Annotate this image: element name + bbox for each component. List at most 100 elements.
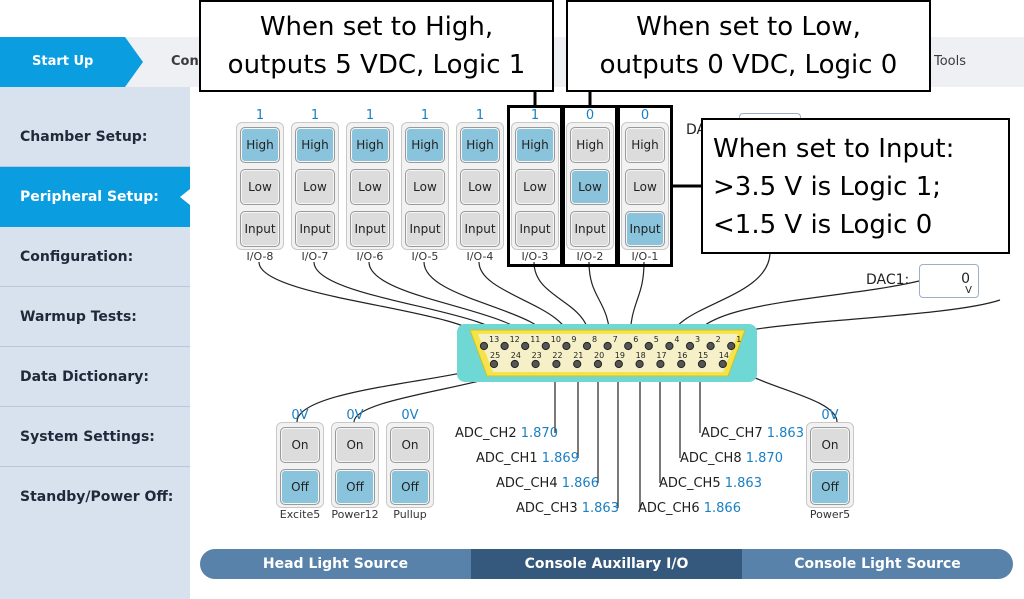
highlight-io2 (562, 105, 618, 267)
pin-4 (665, 341, 674, 351)
pin-label: 19 (615, 351, 625, 360)
io-input-button[interactable]: Input (460, 211, 500, 247)
power-on-button[interactable]: On (810, 427, 850, 463)
sidebar-item-configuration[interactable]: Configuration: (0, 227, 190, 287)
power-on-button[interactable]: On (335, 427, 375, 463)
dac2-input[interactable] (739, 113, 801, 122)
io-input-button[interactable]: Input (515, 211, 555, 247)
adc-ch6: ADC_CH6 1.866 (638, 501, 741, 516)
sidebar-item-label: Configuration: (20, 248, 134, 265)
highlight-io3 (507, 105, 563, 267)
adc-value: 1.866 (703, 501, 741, 516)
callout-low: When set to Low, outputs 0 VDC, Logic 0 (566, 0, 931, 92)
adc-ch7: ADC_CH7 1.863 (701, 426, 804, 441)
power-off-button[interactable]: Off (810, 469, 850, 505)
pin-11 (521, 341, 530, 351)
io-input-button[interactable]: Input (350, 211, 390, 247)
tab-console-auxillary-io[interactable]: Console Auxillary I/O (471, 549, 742, 579)
io-name: I/O-7 (301, 250, 329, 263)
power-on-button[interactable]: On (280, 427, 320, 463)
tab-start-up-label: Start Up (32, 54, 94, 69)
io-input-button[interactable]: Input (625, 211, 665, 247)
sidebar-item-label: Data Dictionary: (20, 368, 149, 385)
pin-1 (727, 341, 736, 351)
power-off-button[interactable]: Off (280, 469, 320, 505)
power-name: Pullup (393, 508, 427, 521)
sidebar-item-label: Peripheral Setup: (20, 189, 159, 205)
pin-label: 21 (573, 351, 583, 360)
pin-16 (677, 359, 686, 369)
tab-start-up[interactable]: Start Up (0, 37, 125, 87)
io-input-button[interactable]: Input (570, 211, 610, 247)
pin-14 (718, 359, 727, 369)
power-value: 0V (346, 408, 364, 423)
io-high-button[interactable]: High (460, 127, 500, 163)
adc-value: 1.870 (745, 451, 783, 466)
io-low-button[interactable]: Low (515, 169, 555, 205)
pin-label: 12 (510, 335, 520, 344)
tab-tools[interactable]: Tools (934, 54, 967, 69)
io-low-button[interactable]: Low (570, 169, 610, 205)
io-input-button[interactable]: Input (405, 211, 445, 247)
io-low-button[interactable]: Low (460, 169, 500, 205)
io-high-button[interactable]: High (405, 127, 445, 163)
adc-label: ADC_CH3 (516, 501, 578, 516)
pin-18 (635, 359, 644, 369)
io-low-button[interactable]: Low (240, 169, 280, 205)
io-low-button[interactable]: Low (625, 169, 665, 205)
sidebar-item-chamber-setup[interactable]: Chamber Setup: (0, 107, 190, 167)
pin-10 (541, 341, 550, 351)
power-on-button[interactable]: On (390, 427, 430, 463)
io-value: 1 (475, 108, 485, 123)
io-high-button[interactable]: High (570, 127, 610, 163)
tab-head-light-source[interactable]: Head Light Source (262, 556, 409, 572)
sidebar-item-system-settings[interactable]: System Settings: (0, 407, 190, 467)
pin-label: 3 (695, 335, 700, 344)
pin-13 (479, 341, 489, 351)
io-low-button[interactable]: Low (350, 169, 390, 205)
io-input-button[interactable]: Input (240, 211, 280, 247)
power-off-button[interactable]: Off (390, 469, 430, 505)
adc-label: ADC_CH6 (638, 501, 700, 516)
io-high-button[interactable]: High (625, 127, 665, 163)
power-name: Power5 (809, 508, 851, 521)
adc-ch2: ADC_CH2 1.870 (455, 426, 558, 441)
pin-label: 8 (592, 335, 597, 344)
io-low-button[interactable]: Low (405, 169, 445, 205)
pin-7 (603, 341, 612, 351)
adc-ch3: ADC_CH3 1.863 (516, 501, 619, 516)
tab-console[interactable]: Cons (171, 54, 207, 69)
sidebar-item-standby-power-off[interactable]: Standby/Power Off: (0, 467, 190, 527)
io-low-button[interactable]: Low (295, 169, 335, 205)
callout-input: When set to Input: >3.5 V is Logic 1; <1… (701, 118, 1010, 254)
io-value: 1 (255, 108, 265, 123)
power-off-button[interactable]: Off (335, 469, 375, 505)
pin-19 (614, 359, 623, 369)
io-value: 0 (585, 108, 595, 123)
bottom-tab-bar: Head Light Source Console Auxillary I/O … (200, 549, 1013, 579)
pin-label: 4 (674, 335, 679, 344)
power-name: Power12 (331, 508, 379, 521)
power-value: 0V (401, 408, 419, 423)
callout-low-line2: outputs 0 VDC, Logic 0 (599, 50, 898, 80)
adc-ch5: ADC_CH5 1.863 (659, 476, 762, 491)
sidebar-item-peripheral-setup[interactable]: Peripheral Setup: (0, 167, 190, 227)
io-high-button[interactable]: High (240, 127, 280, 163)
io-high-button[interactable]: High (295, 127, 335, 163)
sidebar-item-data-dictionary[interactable]: Data Dictionary: (0, 347, 190, 407)
io-input-button[interactable]: Input (295, 211, 335, 247)
io-name: I/O-8 (246, 250, 274, 263)
pin-label: 11 (530, 335, 540, 344)
io-high-button[interactable]: High (515, 127, 555, 163)
pin-20 (593, 359, 603, 369)
adc-value: 1.863 (766, 426, 804, 441)
io-value: 0 (640, 108, 650, 123)
dac1-input[interactable]: 0 V (919, 264, 979, 298)
tab-console-light-source[interactable]: Console Light Source (794, 556, 961, 572)
sidebar-item-warmup-tests[interactable]: Warmup Tests: (0, 287, 190, 347)
io-high-button[interactable]: High (350, 127, 390, 163)
